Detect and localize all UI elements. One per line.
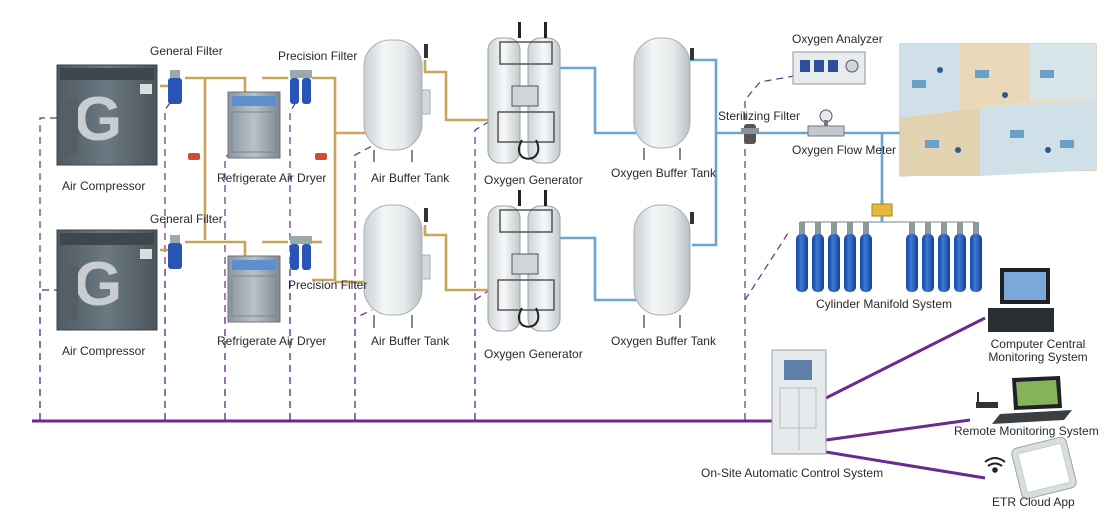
gas-cylinder-valve [941,222,947,236]
precision-filter-top [290,70,312,104]
gas-cylinder-valve [815,222,821,236]
air-compressor-label-top: Air Compressor [62,179,146,193]
laptop-icon [976,376,1072,424]
gas-cylinder-valve [799,222,805,236]
computer-monitoring-label: Computer Central Monitoring System [988,337,1088,364]
bypass-valve-icons [188,153,327,160]
air-compressor-top: G [56,64,158,166]
precision-filter-bottom [290,236,312,270]
gas-cylinder-icon [828,234,840,292]
o2-tank-label-top: Oxygen Buffer Tank [611,166,716,180]
general-filter-top [168,70,182,104]
oxygen-flow-meter-icon [807,109,845,137]
gas-cylinder-valve [973,222,979,236]
generator-label-bottom: Oxygen Generator [484,347,583,361]
wifi-icon [984,457,1006,473]
precision-filter-label-bottom: Precision Filter [288,278,368,292]
general-filter-label-bottom: General Filter [150,212,223,226]
oxygen-buffer-tank-top [633,37,694,160]
cylinder-manifold-icon [800,200,975,223]
generator-label-top: Oxygen Generator [484,173,583,187]
oxygen-generator-top [487,22,561,164]
desktop-computer-icon [988,268,1054,332]
air-tank-label-bottom: Air Buffer Tank [371,334,450,348]
gas-cylinder-icon [954,234,966,292]
refrigerate-air-dryer-bottom [227,255,281,323]
smartphone-icon [1011,436,1077,500]
gas-cylinder-icon [796,234,808,292]
oxygen-analyzer-label: Oxygen Analyzer [792,32,883,46]
onsite-control-label: On-Site Automatic Control System [701,466,884,480]
o2-tank-label-bottom: Oxygen Buffer Tank [611,334,716,348]
sterilizing-filter-label: Sterilizing Filter [718,109,801,123]
gas-cylinders [796,222,982,292]
gas-cylinder-valve [831,222,837,236]
gas-cylinder-valve [909,222,915,236]
svg-text:G: G [74,85,122,154]
signal-bus-lines [32,316,986,480]
dryer-label-bottom: Refrigerate Air Dryer [217,334,327,348]
gas-cylinder-valve [925,222,931,236]
air-buffer-tank-bottom [363,204,431,328]
gas-cylinder-valve [847,222,853,236]
control-cabinet-icon [771,349,827,455]
refrigerate-air-dryer-top [227,91,281,159]
cylinder-manifold-label: Cylinder Manifold System [816,297,953,311]
sterilizing-filter-icon [741,124,759,144]
gas-cylinder-icon [906,234,918,292]
general-filter-bottom [168,235,182,269]
gas-cylinder-icon [844,234,856,292]
gas-cylinder-icon [938,234,950,292]
gas-cylinder-icon [970,234,982,292]
svg-text:G: G [74,250,122,319]
gas-cylinder-icon [922,234,934,292]
gas-cylinder-icon [860,234,872,292]
general-filter-label-top: General Filter [150,44,223,58]
cloud-app-label: ETR Cloud App [992,495,1075,509]
dryer-label-top: Refrigerate Air Dryer [217,171,327,185]
gas-cylinder-icon [812,234,824,292]
oxygen-analyzer-icon [792,51,866,85]
gas-cylinder-valve [957,222,963,236]
air-compressor-label-bottom: Air Compressor [62,344,146,358]
air-buffer-tank-top [363,39,431,162]
air-tank-label-top: Air Buffer Tank [371,171,450,185]
precision-filter-label-top: Precision Filter [278,49,358,63]
remote-monitoring-label: Remote Monitoring System [954,424,1099,438]
oxygen-generator-bottom [487,190,561,332]
air-compressor-bottom: G [56,229,158,331]
oxygen-buffer-tank-bottom [633,204,694,328]
hospital-ward-icon [899,43,1097,177]
oxygen-flow-meter-label: Oxygen Flow Meter [792,143,897,157]
gas-cylinder-valve [863,222,869,236]
